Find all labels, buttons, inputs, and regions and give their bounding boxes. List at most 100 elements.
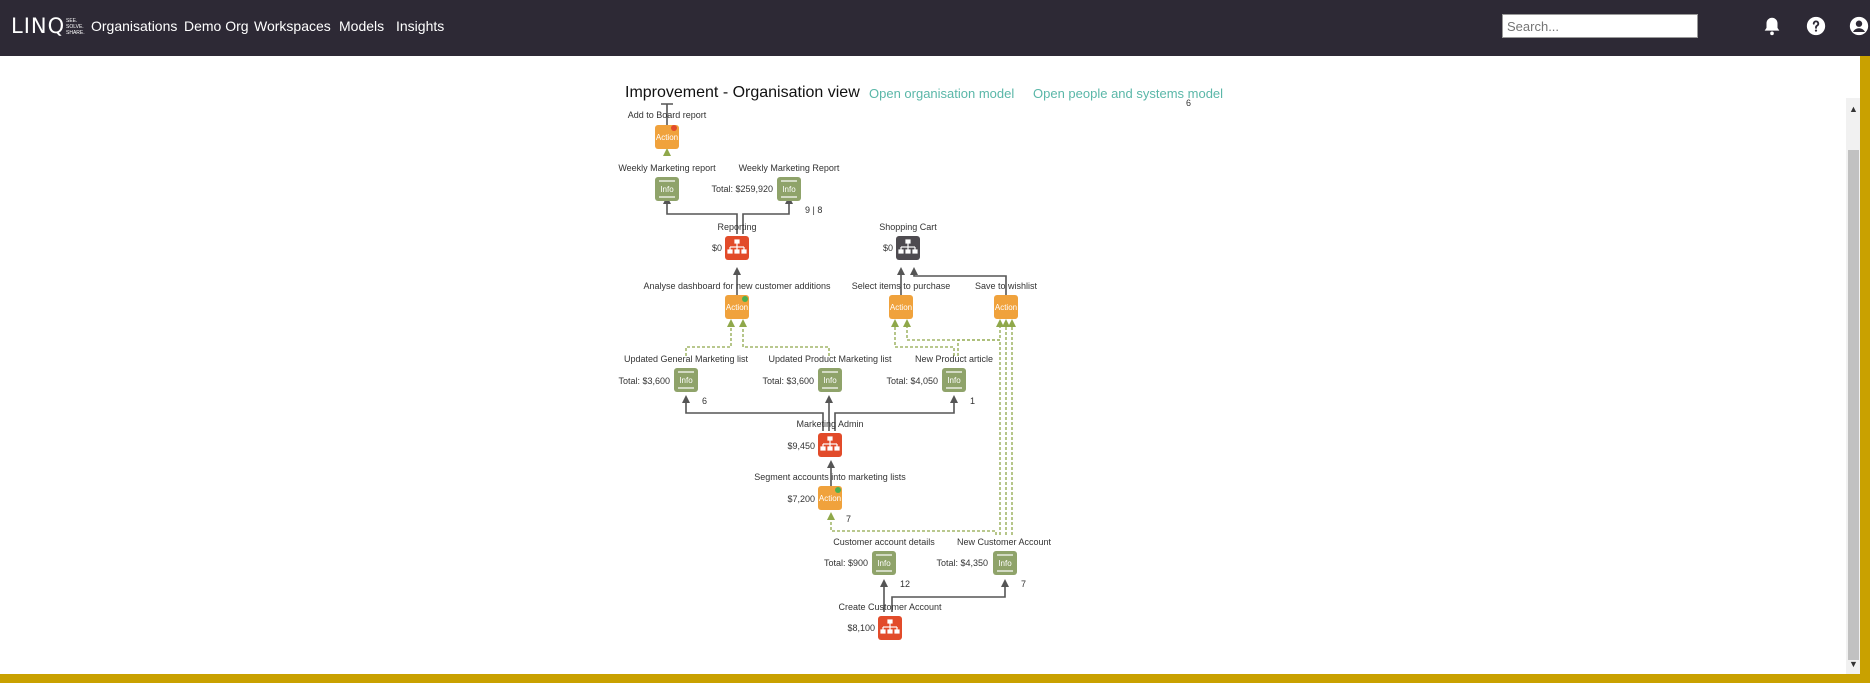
status-dot-red-icon — [671, 125, 677, 131]
node-weekly-marketing-report[interactable]: Weekly Marketing report Info — [618, 163, 716, 201]
right-frame-strip — [1860, 56, 1870, 674]
node-segment-accounts[interactable]: Segment accounts into marketing lists $7… — [754, 472, 906, 524]
node-value: Total: $4,050 — [886, 376, 938, 386]
dashed-article-select — [891, 319, 955, 356]
bottom-frame-bar — [0, 674, 1870, 683]
dashed-newcust-select — [903, 319, 1001, 535]
node-badge: 9 | 8 — [805, 205, 822, 215]
node-type-text: Info — [823, 376, 837, 385]
node-label: Customer account details — [833, 537, 935, 547]
status-dot-green-icon — [835, 487, 841, 493]
node-type-text: Info — [877, 559, 891, 568]
node-label: Segment accounts into marketing lists — [754, 472, 906, 482]
node-type-text: Info — [782, 185, 796, 194]
scrollbar-thumb[interactable] — [1848, 150, 1859, 660]
dashed-newcust-segment — [827, 512, 997, 535]
node-value: Total: $4,350 — [936, 558, 988, 568]
nav-demo-org[interactable]: Demo Org — [184, 18, 249, 34]
node-updated-product-marketing-list[interactable]: Updated Product Marketing list Total: $3… — [762, 354, 892, 392]
node-value: $7,200 — [787, 494, 815, 504]
node-value: $0 — [712, 243, 722, 253]
stray-mark: 6 — [1186, 98, 1191, 108]
node-type-text: Info — [947, 376, 961, 385]
node-type-text: Action — [890, 303, 912, 312]
scroll-up-arrow-icon[interactable]: ▲ — [1849, 104, 1858, 114]
node-value: Total: $259,920 — [711, 184, 773, 194]
vertical-scrollbar[interactable]: ▲ ▼ — [1846, 98, 1860, 674]
org-chart-icon — [880, 619, 900, 634]
solid-connectors — [661, 103, 1009, 612]
node-type-text: Action — [726, 303, 748, 312]
dashed-general-analyse — [685, 319, 735, 356]
node-badge: 12 — [900, 579, 910, 589]
node-add-to-board-report[interactable]: Add to Board report Action — [628, 110, 707, 149]
nav-insights[interactable]: Insights — [396, 18, 445, 34]
help-icon[interactable] — [1805, 15, 1827, 37]
node-select-items[interactable]: Select items to purchase Action — [852, 281, 951, 319]
node-type-text: Info — [660, 185, 674, 194]
node-label: Analyse dashboard for new customer addit… — [643, 281, 831, 291]
connector-reporting-weekly1 — [663, 196, 738, 234]
node-type-text: Info — [998, 559, 1012, 568]
content-area — [0, 56, 1846, 674]
node-label: Updated Product Marketing list — [768, 354, 892, 364]
open-organisation-model-link[interactable]: Open organisation model — [869, 86, 1015, 101]
node-new-product-article[interactable]: New Product article Total: $4,050 Info 1 — [886, 354, 993, 406]
status-dot-green-icon — [742, 296, 748, 302]
org-chart-icon — [898, 239, 918, 254]
logo-tagline: SEE. SOLVE. SHARE. — [66, 18, 85, 36]
bell-icon[interactable] — [1761, 15, 1783, 37]
node-value: $8,100 — [847, 623, 875, 633]
node-badge: 6 — [702, 396, 707, 406]
node-label: Marketing Admin — [796, 419, 863, 429]
connector-create-newcust — [891, 579, 1009, 612]
nav-organisations[interactable]: Organisations — [91, 18, 178, 34]
page-title: Improvement - Organisation view — [625, 84, 860, 101]
node-label: Shopping Cart — [879, 222, 937, 232]
open-people-systems-model-link[interactable]: Open people and systems model — [1033, 86, 1224, 101]
node-weekly-marketing-report-2[interactable]: Weekly Marketing Report Total: $259,920 … — [711, 163, 839, 215]
node-label: New Product article — [915, 354, 993, 364]
nav-workspaces[interactable]: Workspaces — [254, 18, 331, 34]
connector-admin-article — [834, 395, 958, 431]
node-badge: 7 — [846, 514, 851, 524]
node-label: New Customer Account — [957, 537, 1052, 547]
node-value: Total: $3,600 — [762, 376, 814, 386]
node-label: Save to wishlist — [975, 281, 1038, 291]
user-icon[interactable] — [1848, 15, 1870, 37]
node-badge: 1 — [970, 396, 975, 406]
node-type-text: Action — [656, 133, 678, 142]
dashed-product-analyse — [739, 319, 830, 356]
node-analyse-dashboard[interactable]: Analyse dashboard for new customer addit… — [643, 281, 831, 319]
node-type-text: Action — [819, 494, 841, 503]
node-label: Add to Board report — [628, 110, 707, 120]
node-create-customer-account[interactable]: Create Customer Account $8,100 — [838, 602, 942, 640]
node-customer-account-details[interactable]: Customer account details Total: $900 Inf… — [824, 537, 935, 589]
connector-reporting-weekly2 — [742, 196, 793, 234]
linq-logo[interactable]: LINQ — [11, 14, 66, 38]
connector-top — [661, 103, 673, 128]
node-shopping-cart[interactable]: Shopping Cart $0 — [879, 222, 937, 260]
dashed-connectors — [663, 148, 1016, 535]
org-chart-icon — [727, 239, 747, 254]
scroll-down-arrow-icon[interactable]: ▼ — [1849, 659, 1858, 669]
org-chart-icon — [820, 436, 840, 451]
node-new-customer-account[interactable]: New Customer Account Total: $4,350 Info … — [936, 537, 1051, 589]
connector-admin-general — [682, 395, 824, 431]
node-label: Weekly Marketing report — [618, 163, 716, 173]
node-save-to-wishlist[interactable]: Save to wishlist Action — [975, 281, 1038, 319]
node-updated-general-marketing-list[interactable]: Updated General Marketing list Total: $3… — [618, 354, 748, 406]
node-label: Select items to purchase — [852, 281, 951, 291]
node-label: Create Customer Account — [838, 602, 942, 612]
node-label: Updated General Marketing list — [624, 354, 749, 364]
node-reporting[interactable]: Reporting $0 — [712, 222, 757, 260]
node-badge: 7 — [1021, 579, 1026, 589]
node-value: Total: $3,600 — [618, 376, 670, 386]
node-value: Total: $900 — [824, 558, 868, 568]
node-marketing-admin[interactable]: Marketing Admin $9,450 — [787, 419, 864, 457]
node-type-text: Info — [679, 376, 693, 385]
nav-models[interactable]: Models — [339, 18, 385, 34]
connector-wishlist-cart — [910, 267, 1007, 295]
search-input[interactable] — [1502, 14, 1698, 38]
